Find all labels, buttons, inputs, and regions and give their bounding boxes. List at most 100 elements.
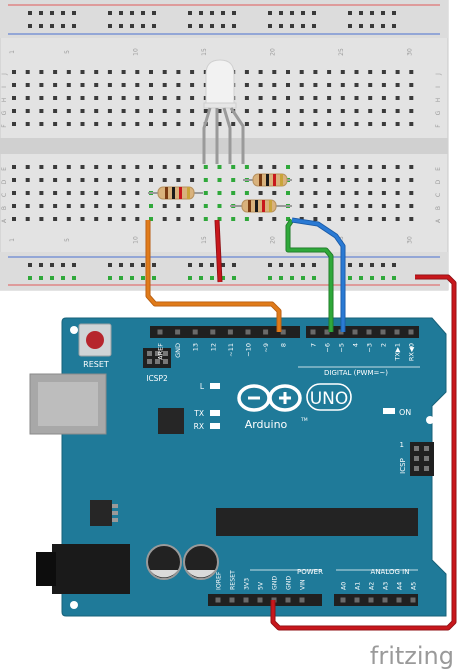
analog-pin-label: A1 [355,582,362,590]
breadboard-hole [313,70,318,74]
column-number: 30 [406,48,413,56]
breadboard-hole [258,109,263,113]
rail-hole [268,263,272,267]
digital-pin-label: RX◀0 [408,343,416,361]
rail-hole [188,24,192,28]
rail-hole [61,276,65,280]
breadboard-hole [121,70,126,74]
breadboard-hole [203,191,208,195]
breadboard-hole [313,178,318,182]
row-letter: D [1,179,8,184]
breadboard-hole [12,96,16,100]
rail-hole [130,11,134,15]
rail-hole [141,263,145,267]
rail-hole [28,11,32,15]
digital-pin-label: ~6 [324,343,332,353]
rail-hole [392,11,396,15]
digital-pin-label: 4 [352,343,360,347]
icsp-label: ICSP [399,458,407,474]
breadboard-hole [121,165,126,169]
rail-hole [232,24,236,28]
rail-hole [152,276,156,280]
center-channel [0,138,448,154]
breadboard-hole [121,83,126,87]
breadboard-hole [107,204,112,208]
rail-hole [312,276,316,280]
digital-pin-label: 2 [380,343,388,347]
rail-hole [28,263,32,267]
led-l-label: L [200,382,205,391]
breadboard-hole [12,191,16,195]
led-leg [202,107,212,164]
breadboard-hole [368,178,373,182]
rail-hole [28,24,32,28]
breadboard-hole [313,217,318,221]
analog-pin-label: A2 [369,582,376,590]
breadboard-hole [368,96,373,100]
column-number: 1 [9,238,16,242]
breadboard-hole [286,165,290,169]
led-rx-label: RX [194,422,204,431]
usb-interface-chip [158,408,184,434]
row-letter: I [1,86,8,88]
breadboard-hole [244,109,249,113]
analog-pin-socket [368,597,374,603]
rail-hole [221,276,225,280]
rail-hole [188,11,192,15]
breadboard-hole [381,109,386,113]
rail-hole [392,276,396,280]
analog-header [334,594,418,606]
breadboard-hole [176,83,181,87]
breadboard-hole [176,178,181,182]
resistor [243,173,292,187]
wire-green [286,219,333,332]
breadboard-hole [12,178,16,182]
breadboard-hole [409,165,414,169]
analog-pin-socket [396,597,402,603]
rail-hole [359,276,363,280]
breadboard-hole [272,70,277,74]
breadboard-hole [190,70,195,74]
row-letter: A [1,218,8,223]
breadboard-hole [66,109,71,113]
breadboard-hole [190,109,195,113]
breadboard-hole [203,165,208,169]
rail-hole [221,11,225,15]
breadboard-hole [354,204,359,208]
breadboard-hole [107,83,112,87]
rail-hole [39,24,43,28]
rail-hole [268,276,272,280]
breadboard-hole [80,204,85,208]
rail-hole [301,11,305,15]
rail-hole [359,11,363,15]
breadboard-hole [190,83,195,87]
breadboard-hole [286,96,290,100]
breadboard-hole [190,96,195,100]
led-tx [210,410,220,416]
breadboard-hole [340,178,345,182]
rail-hole [141,11,145,15]
digital-pin-label: ~11 [227,343,235,357]
rail-hole [152,24,156,28]
breadboard-hole [354,122,359,126]
column-number: 20 [269,236,276,244]
rail-hole [210,263,214,267]
uno-logo-text: UNO [310,389,349,409]
reset-button[interactable] [86,331,104,349]
led-tx-label: TX [193,409,204,418]
rail-hole [210,11,214,15]
column-number: 25 [338,48,345,56]
breadboard-hole [135,109,140,113]
breadboard-hole [381,83,386,87]
breadboard-hole [12,165,16,169]
breadboard-hole [327,191,332,195]
breadboard-hole [409,122,414,126]
breadboard-hole [135,217,140,221]
rail-hole [348,263,352,267]
digital-pin-label: ~10 [245,343,253,357]
column-number: 15 [201,48,208,56]
wire-blue [291,218,345,332]
breadboard-hole [39,70,44,74]
